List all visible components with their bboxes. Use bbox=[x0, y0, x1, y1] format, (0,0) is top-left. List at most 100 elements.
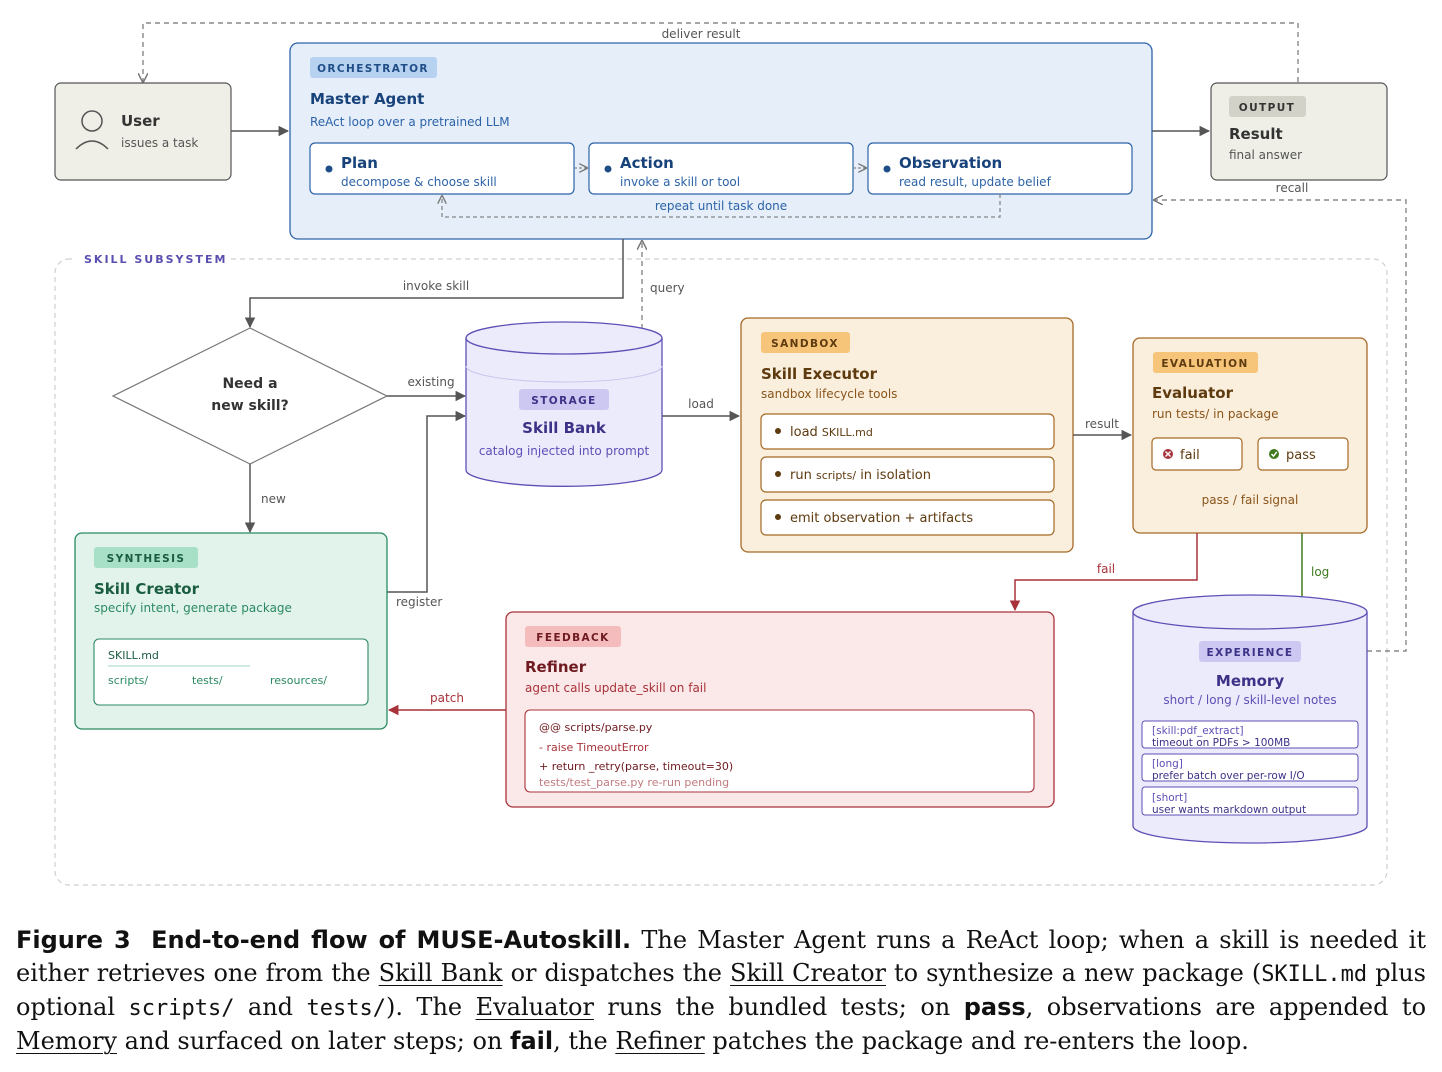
orchestrator-badge: ORCHESTRATOR bbox=[317, 63, 429, 75]
svg-text:load SKILL.md: load SKILL.md bbox=[790, 425, 873, 440]
action-title: Action bbox=[620, 154, 674, 172]
memory-note: [short] user wants markdown output bbox=[1141, 786, 1359, 816]
diff-line-removed: - raise TimeoutError bbox=[539, 741, 649, 754]
executor-step-run-text: run bbox=[790, 468, 816, 483]
caption-text: and bbox=[234, 993, 307, 1021]
deliver-result-label: deliver result bbox=[662, 27, 741, 41]
caption-term: Evaluator bbox=[475, 993, 594, 1021]
invoke-skill-label: invoke skill bbox=[403, 279, 469, 293]
plan-title: Plan bbox=[341, 154, 378, 172]
caption-term: Refiner bbox=[615, 1027, 705, 1055]
decision-line2: new skill? bbox=[211, 398, 288, 414]
refiner-node: FEEDBACK Refiner agent calls update_skil… bbox=[505, 611, 1055, 808]
skill-executor-subtitle: sandbox lifecycle tools bbox=[761, 387, 897, 401]
experience-badge: EXPERIENCE bbox=[1207, 647, 1294, 659]
result-title: Result bbox=[1229, 125, 1283, 143]
caption-term: Skill Creator bbox=[730, 959, 886, 987]
skill-creator-node: SYNTHESIS Skill Creator specify intent, … bbox=[74, 532, 388, 730]
caption-code: SKILL.md bbox=[1261, 962, 1368, 987]
executor-step-emit-text: emit observation + artifacts bbox=[790, 511, 973, 526]
caption-text: ). The bbox=[385, 993, 476, 1021]
skill-subsystem-label: SKILL SUBSYSTEM bbox=[84, 253, 227, 266]
fail-label: fail bbox=[1097, 562, 1115, 576]
signal-label: pass / fail signal bbox=[1202, 493, 1299, 507]
user-node: User issues a task bbox=[54, 82, 232, 181]
user-title: User bbox=[121, 112, 160, 130]
observation-desc: read result, update belief bbox=[899, 175, 1052, 189]
x-circle-icon bbox=[1163, 449, 1173, 459]
memory-note-text: prefer batch over per-row I/O bbox=[1152, 770, 1305, 782]
caption-bold: fail bbox=[510, 1027, 554, 1055]
master-agent-node: ORCHESTRATOR Master Agent ReAct loop ove… bbox=[289, 42, 1153, 240]
repeat-loop-label: repeat until task done bbox=[655, 199, 787, 213]
executor-step-emit: emit observation + artifacts bbox=[760, 499, 1055, 536]
skill-creator-title: Skill Creator bbox=[94, 580, 200, 598]
package-dir-tests: tests/ bbox=[192, 674, 223, 687]
caption-text: The Master Agent runs a ReAct loop; when… bbox=[16, 926, 1426, 987]
evaluator-title: Evaluator bbox=[1152, 384, 1234, 402]
caption-text: plus optional bbox=[16, 959, 1427, 1021]
memory-node: EXPERIENCE Memory short / long / skill-l… bbox=[1132, 594, 1368, 844]
skill-creator-subtitle: specify intent, generate package bbox=[94, 601, 292, 615]
skill-subsystem-region bbox=[54, 258, 1388, 886]
invoke-skill-arrow bbox=[244, 239, 624, 329]
figure-label: Figure 3 bbox=[16, 926, 131, 954]
check-circle-icon bbox=[1269, 449, 1279, 459]
output-badge: OUTPUT bbox=[1239, 102, 1295, 114]
existing-label: existing bbox=[407, 375, 454, 389]
observation-step: Observation read result, update belief bbox=[867, 142, 1133, 195]
load-label: load bbox=[688, 397, 714, 411]
executor-step-load-code: SKILL.md bbox=[822, 426, 873, 439]
skill-bank-title: Skill Bank bbox=[522, 419, 607, 437]
master-agent-subtitle: ReAct loop over a pretrained LLM bbox=[310, 115, 510, 129]
memory-note: [skill:pdf_extract] timeout on PDFs > 10… bbox=[1141, 720, 1359, 749]
fail-chip-label: fail bbox=[1180, 448, 1200, 463]
memory-note-text: timeout on PDFs > 100MB bbox=[1152, 737, 1290, 749]
action-step: Action invoke a skill or tool bbox=[588, 142, 854, 195]
diff-line-added: + return _retry(parse, timeout=30) bbox=[539, 760, 733, 773]
memory-note: [long] prefer batch over per-row I/O bbox=[1141, 753, 1359, 782]
evaluator-subtitle: run tests/ in package bbox=[1152, 407, 1279, 421]
query-label: query bbox=[650, 281, 685, 295]
caption-bold: pass bbox=[963, 993, 1026, 1021]
observation-title: Observation bbox=[899, 154, 1002, 172]
caption-text: and surfaced on later steps; on bbox=[117, 1027, 511, 1055]
caption-text: , observations are appended to bbox=[1025, 993, 1427, 1021]
result-node: OUTPUT Result final answer bbox=[1210, 82, 1388, 181]
pass-chip bbox=[1257, 437, 1349, 471]
memory-note-tag: [long] bbox=[1152, 758, 1183, 770]
caption-term: Memory bbox=[16, 1027, 118, 1055]
person-icon bbox=[75, 110, 109, 150]
caption-term: Skill Bank bbox=[378, 959, 503, 987]
register-label: register bbox=[396, 595, 442, 609]
figure-title: End-to-end flow of MUSE-Autoskill. bbox=[151, 926, 632, 954]
skill-bank-node: STORAGE Skill Bank catalog injected into… bbox=[465, 321, 663, 487]
diff-line-note: tests/test_parse.py re-run pending bbox=[539, 776, 729, 789]
caption-text: , the bbox=[553, 1027, 616, 1055]
recall-arrow bbox=[1154, 200, 1407, 652]
memory-subtitle: short / long / skill-level notes bbox=[1163, 693, 1336, 707]
patch-diff: @@ scripts/parse.py - raise TimeoutError… bbox=[524, 709, 1035, 793]
recall-label: recall bbox=[1276, 181, 1309, 195]
diff-line-header: @@ scripts/parse.py bbox=[539, 721, 653, 734]
decision-line1: Need a bbox=[222, 376, 277, 392]
flow-diagram: SKILL SUBSYSTEM deliver result User issu… bbox=[54, 22, 1407, 886]
plan-desc: decompose & choose skill bbox=[341, 175, 497, 189]
skill-package: SKILL.md scripts/ tests/ resources/ bbox=[93, 638, 369, 706]
package-file: SKILL.md bbox=[108, 649, 159, 662]
fail-arrow bbox=[1009, 533, 1198, 612]
caption-text: runs the bundled tests; on bbox=[593, 993, 964, 1021]
refiner-title: Refiner bbox=[525, 658, 587, 676]
sandbox-badge: SANDBOX bbox=[771, 338, 839, 350]
executor-step-load: load SKILL.md bbox=[760, 413, 1055, 450]
patch-label: patch bbox=[430, 691, 464, 705]
evaluator-node: EVALUATION Evaluator run tests/ in packa… bbox=[1132, 337, 1368, 534]
memory-note-tag: [skill:pdf_extract] bbox=[1152, 725, 1244, 737]
refiner-subtitle: agent calls update_skill on fail bbox=[525, 681, 706, 695]
memory-title: Memory bbox=[1216, 672, 1284, 690]
result-label: result bbox=[1085, 417, 1119, 431]
skill-executor-node: SANDBOX Skill Executor sandbox lifecycle… bbox=[740, 317, 1074, 553]
executor-step-run-code: scripts/ bbox=[816, 469, 856, 482]
skill-executor-title: Skill Executor bbox=[761, 365, 878, 383]
user-subtitle: issues a task bbox=[121, 136, 198, 150]
